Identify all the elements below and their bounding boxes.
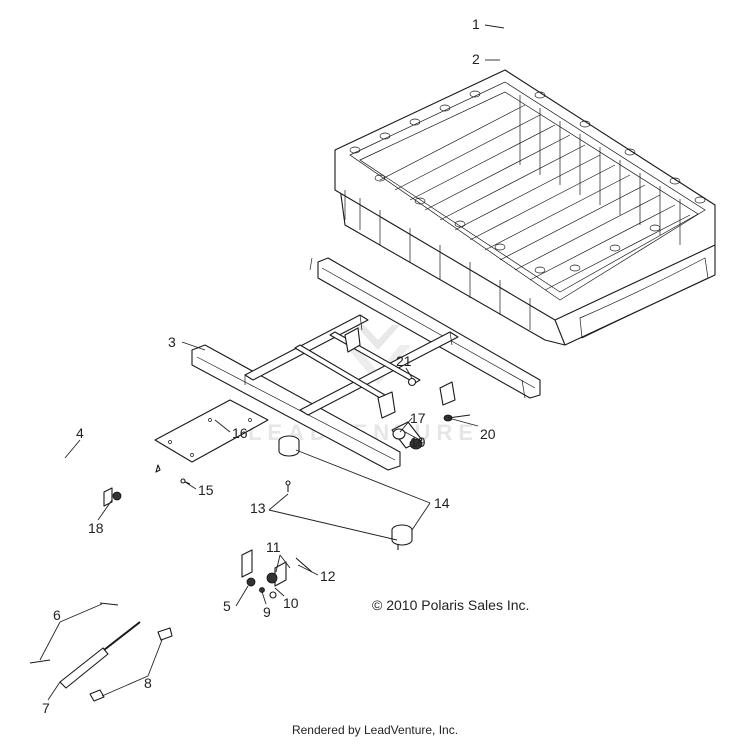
box-support-frame xyxy=(191,257,541,471)
skid-plate xyxy=(154,399,269,463)
callout-6: 6 xyxy=(53,607,61,623)
rubber-bumpers xyxy=(278,435,413,546)
callout-7: 7 xyxy=(42,700,50,716)
callout-4: 4 xyxy=(76,425,84,441)
copyright-notice: © 2010 Polaris Sales Inc. xyxy=(372,597,530,613)
callout-13: 13 xyxy=(250,500,266,516)
callout-11: 11 xyxy=(266,539,281,555)
callout-labels: 1 2 3 4 5 6 7 8 9 10 11 12 13 14 15 16 1… xyxy=(42,16,496,716)
callout-14: 14 xyxy=(434,495,450,511)
callout-9: 9 xyxy=(263,604,271,620)
callout-15: 15 xyxy=(198,482,214,498)
render-credit: Rendered by LeadVenture, Inc. xyxy=(291,723,459,737)
cargo-box xyxy=(334,69,716,346)
callout-21: 21 xyxy=(396,353,412,369)
callout-20: 20 xyxy=(480,426,496,442)
pivot-rod xyxy=(44,455,313,599)
callout-17: 17 xyxy=(410,410,426,426)
gas-strut xyxy=(29,602,173,702)
callout-8: 8 xyxy=(144,675,152,691)
callout-5: 5 xyxy=(223,598,231,614)
callout-3: 3 xyxy=(168,334,176,350)
callout-16: 16 xyxy=(232,425,248,441)
callout-2: 2 xyxy=(472,51,480,67)
callout-18: 18 xyxy=(88,520,104,536)
callout-1: 1 xyxy=(472,16,480,32)
leader-lines xyxy=(39,24,505,701)
callout-10: 10 xyxy=(283,595,299,611)
callout-19: 19 xyxy=(410,434,426,450)
callout-12: 12 xyxy=(320,568,336,584)
